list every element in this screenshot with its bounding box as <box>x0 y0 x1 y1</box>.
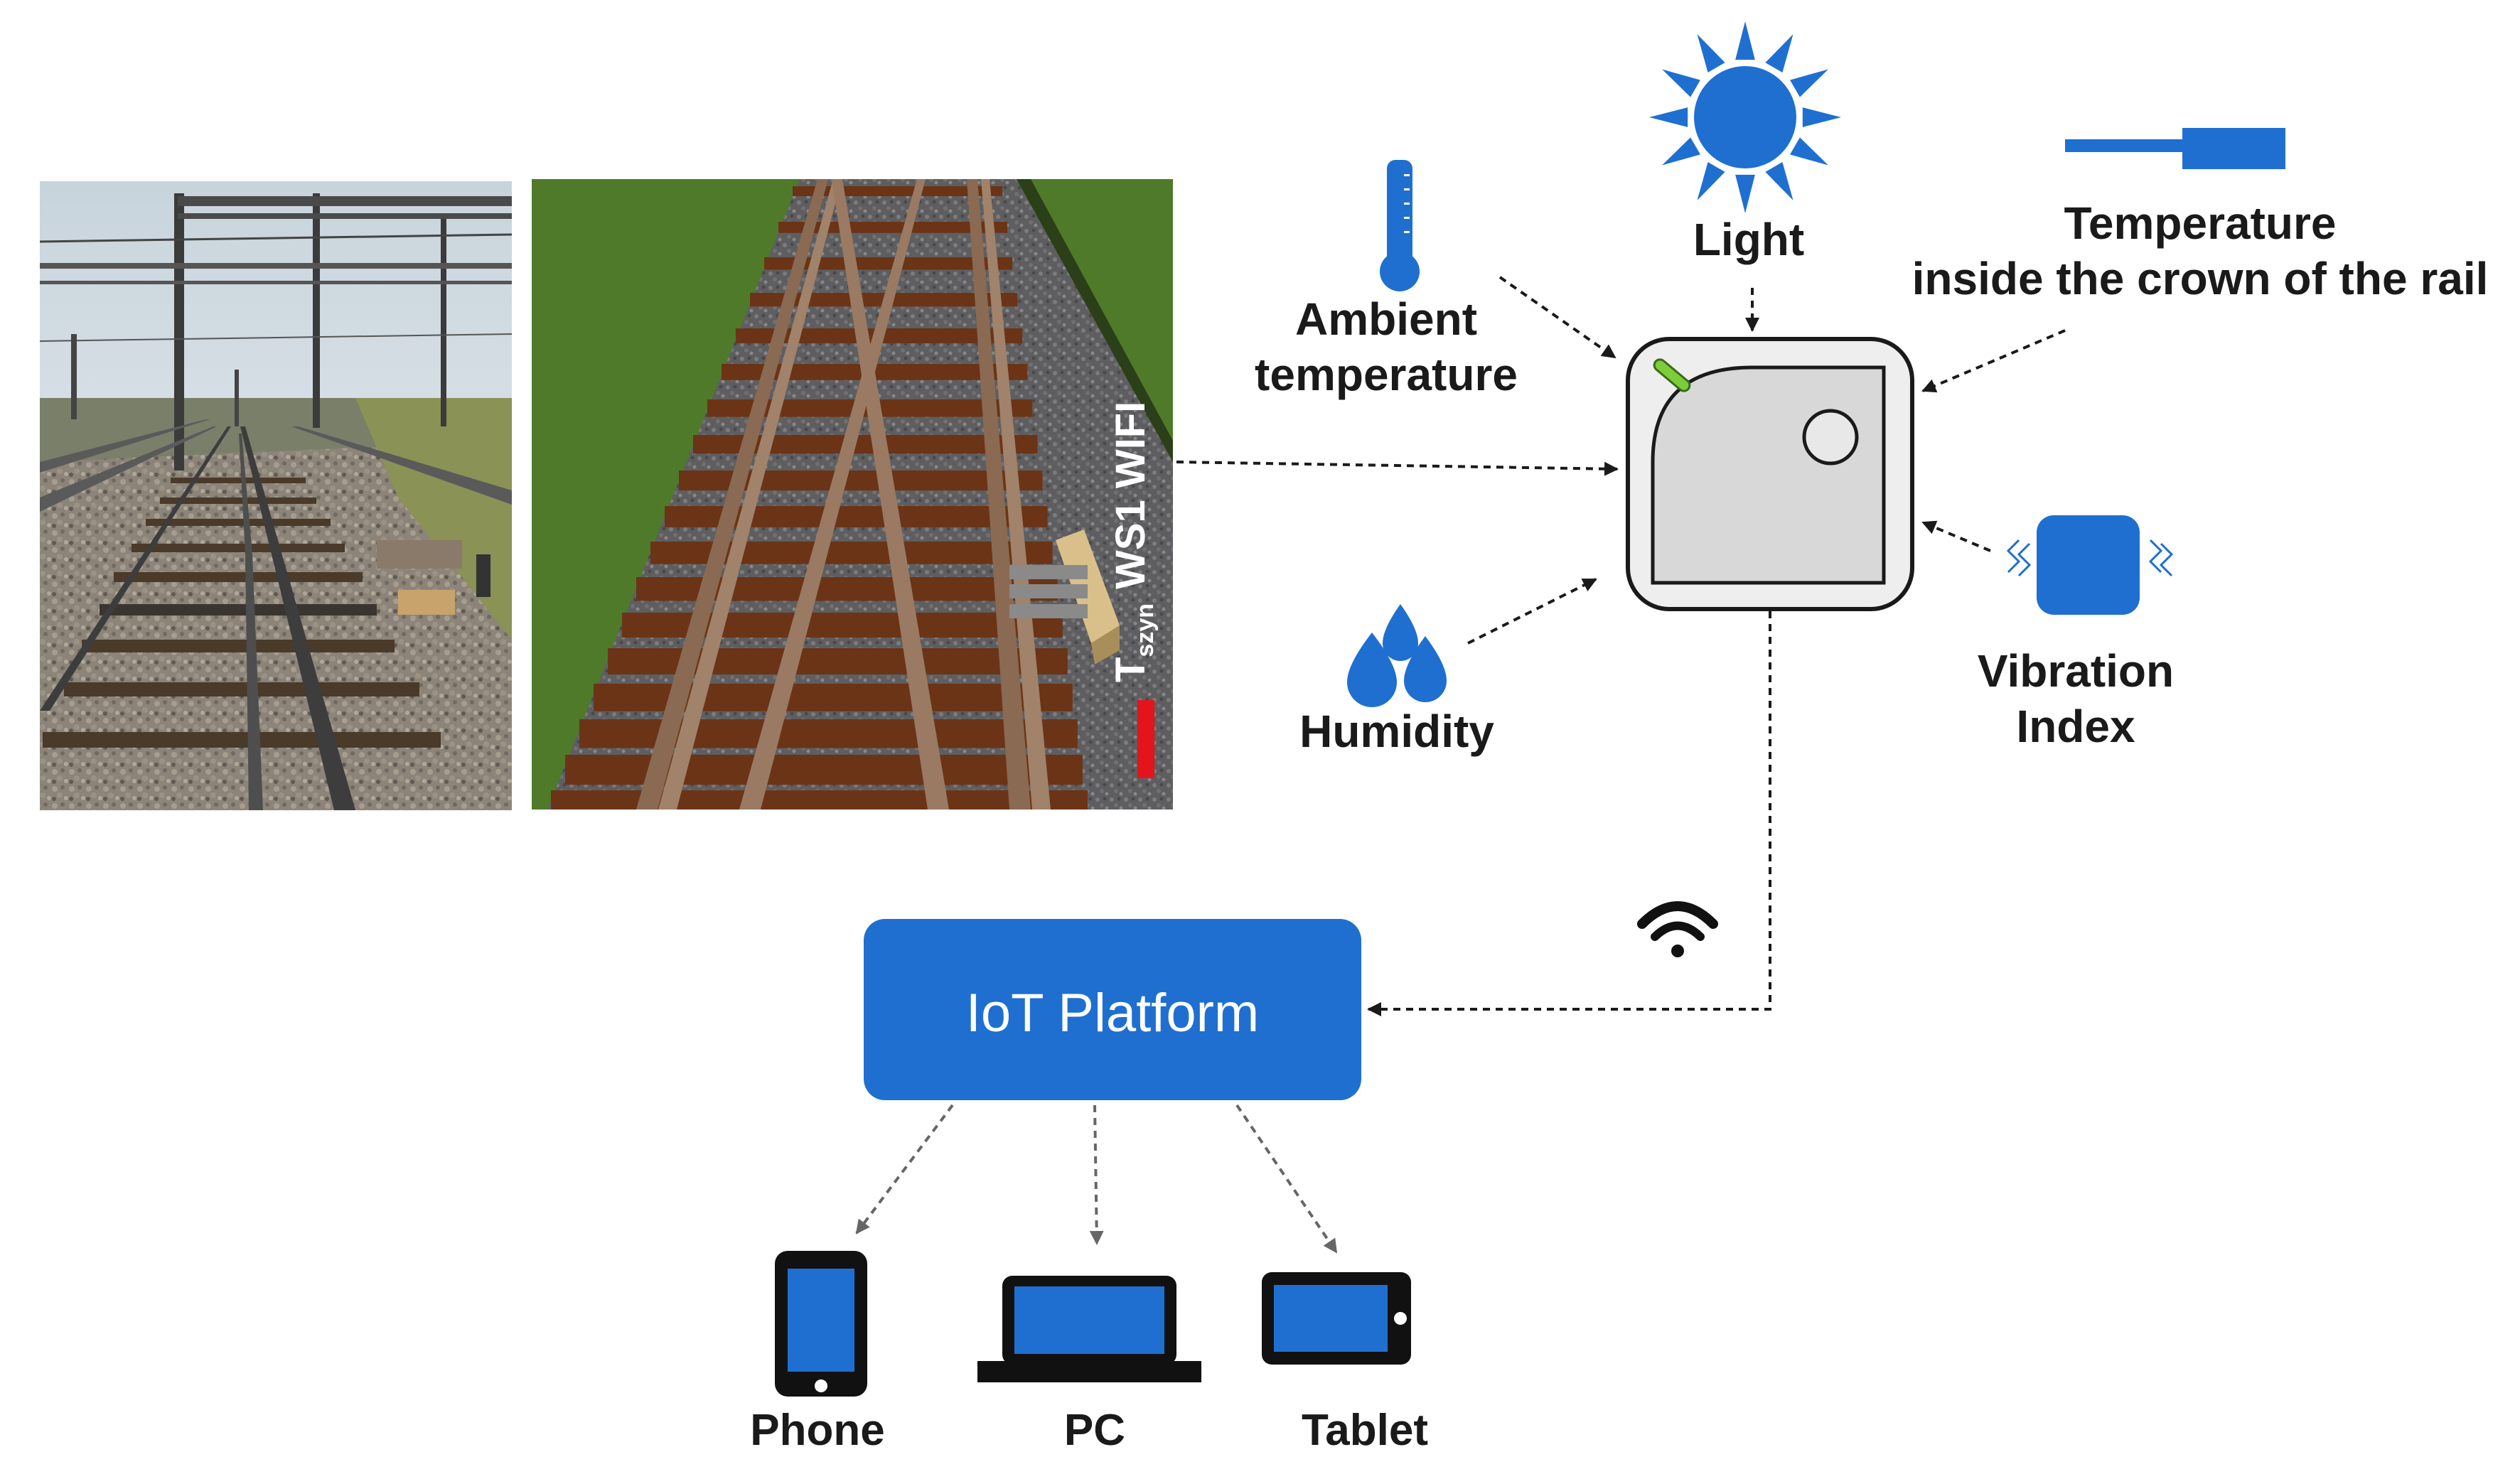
wifi-icon <box>1637 901 1718 957</box>
sun-ray <box>1735 174 1755 213</box>
rail-temperature-label: Temperature inside the crown of the rail <box>1887 195 2513 306</box>
connectors <box>1176 276 2066 1016</box>
arrow-ambient <box>1498 276 1616 359</box>
led-indicator <box>1653 358 1691 392</box>
arrow-vibration <box>1921 520 1991 552</box>
vibration-icon <box>2006 515 2174 615</box>
rail-line2: inside the crown of the rail <box>1912 253 2489 305</box>
sleeper <box>579 719 1078 748</box>
marker-red <box>1137 700 1154 778</box>
arrow-humidity <box>1467 578 1597 645</box>
sleeper <box>551 790 1088 810</box>
humidity-label: Humidity <box>1299 706 1494 757</box>
vibration-line2: Index <box>2016 701 2135 753</box>
sun-ray <box>1790 137 1828 166</box>
track-photo <box>40 181 512 810</box>
light-label: Light <box>1693 214 1805 265</box>
sleeper <box>565 755 1083 785</box>
thermometer-icon <box>1380 160 1420 291</box>
water-drops-icon <box>1347 604 1447 707</box>
sun-ray <box>1649 107 1688 127</box>
iot-platform-label: IoT Platform <box>965 983 1260 1043</box>
ambient-line2: temperature <box>1255 349 1518 401</box>
sleeper <box>778 222 1008 233</box>
sensor-device <box>1626 337 1914 611</box>
laptop-icon <box>977 1276 1201 1382</box>
arrow-platform-pc <box>1089 1104 1104 1245</box>
arrow-platform-phone <box>855 1104 954 1235</box>
arrow-rail-temp <box>1921 329 2066 393</box>
tablet-icon <box>1262 1272 1411 1365</box>
sun-ray <box>1697 34 1725 72</box>
sun-ray <box>1662 137 1700 166</box>
model-label: TszynWS1 WIFI <box>1108 402 1159 682</box>
sleeper <box>793 186 1002 196</box>
sun-ray <box>1662 69 1700 97</box>
sleeper <box>764 257 1013 270</box>
device-connectors <box>855 1104 1338 1254</box>
ambient-temperature-label: Ambient temperature <box>1237 291 1535 402</box>
rail-line1: Temperature <box>2064 198 2337 249</box>
sun-icon <box>1649 21 1841 213</box>
arrow-track-to-sensor <box>1176 461 1619 476</box>
sun-ray <box>1802 107 1841 127</box>
sun-ray <box>1765 34 1794 72</box>
pc-label: PC <box>1063 1406 1126 1455</box>
sleeper <box>594 684 1073 711</box>
sun-ray <box>1697 162 1725 200</box>
track-render <box>532 179 1173 810</box>
vibration-line1: Vibration <box>1977 645 2175 697</box>
sun-ray <box>1790 69 1828 97</box>
iot-platform-box <box>864 919 1361 1100</box>
ambient-line1: Ambient <box>1295 294 1477 345</box>
svg-text:TszynWS1 WIFI: TszynWS1 WIFI <box>1108 402 1159 682</box>
phone-icon <box>775 1251 867 1397</box>
arrow-platform-tablet <box>1235 1104 1338 1254</box>
sun-ray <box>1735 21 1755 60</box>
vibration-index-label: Vibration Index <box>1955 643 2197 754</box>
rail-probe-icon <box>2065 128 2285 169</box>
sun-ray <box>1765 162 1794 200</box>
arrow-sensor-to-platform <box>1367 611 1771 1016</box>
tablet-label: Tablet <box>1302 1406 1428 1455</box>
phone-label: Phone <box>750 1406 885 1455</box>
